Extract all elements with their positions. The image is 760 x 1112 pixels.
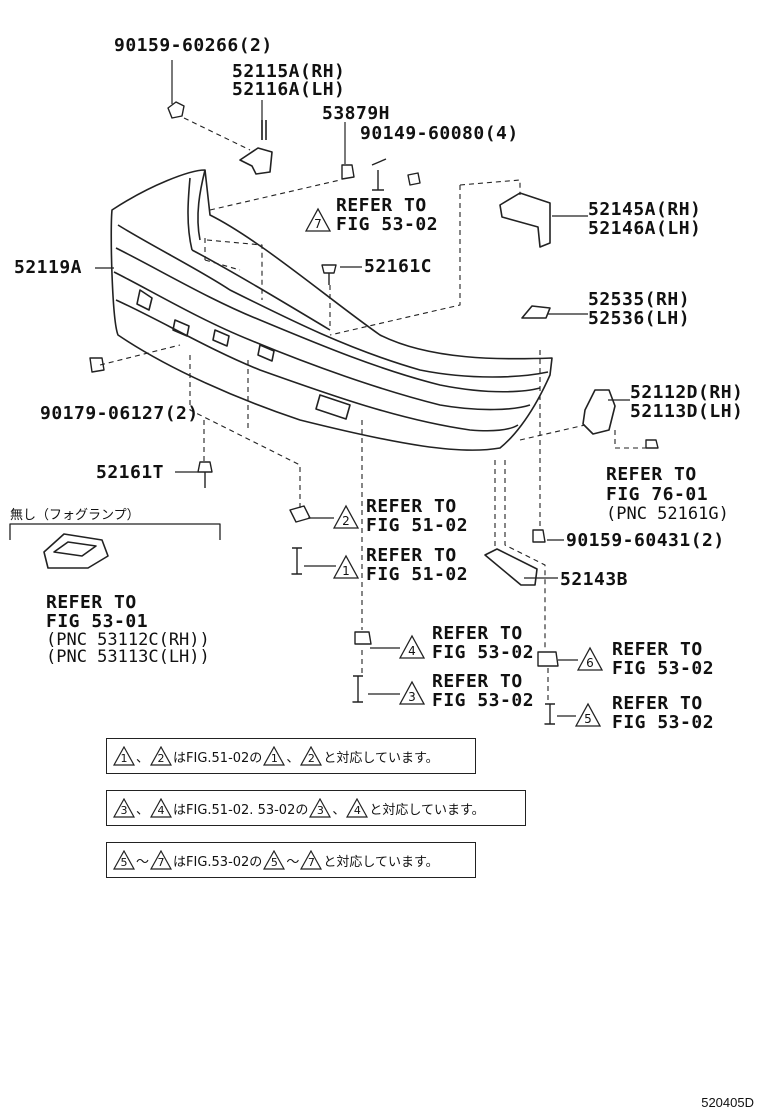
triangle-number-5: 5 bbox=[584, 712, 592, 726]
part-label-52116a[interactable]: 52116A(LH) bbox=[232, 79, 346, 100]
refer-7-line2: FIG 53-02 bbox=[336, 214, 439, 235]
note-2-tri-d: 4 bbox=[346, 798, 369, 818]
triangle-marker-6 bbox=[576, 646, 604, 671]
triangle-marker-7 bbox=[304, 207, 332, 232]
note-box-3: 5 ～ 7 はFIG.53-02の 5 ～ 7 と対応しています。 bbox=[106, 842, 476, 878]
retainer-52535 bbox=[521, 305, 551, 319]
clip-53879h bbox=[341, 164, 355, 180]
refer-6-line2: FIG 53-02 bbox=[612, 658, 715, 679]
part-label-90149-60080[interactable]: 90149-60080(4) bbox=[360, 123, 519, 144]
refer-7-line1: REFER TO bbox=[336, 195, 427, 216]
note-3-tri-d: 7 bbox=[300, 850, 323, 870]
clip-90159-60266 bbox=[167, 101, 185, 119]
triangle-number-3: 3 bbox=[408, 690, 416, 704]
refer-4-line2: FIG 53-02 bbox=[432, 642, 535, 663]
refer-3-line2: FIG 53-02 bbox=[432, 690, 535, 711]
clip-ref2 bbox=[289, 505, 311, 523]
part-label-52119a[interactable]: 52119A bbox=[14, 257, 83, 278]
clip-52161g bbox=[645, 439, 659, 449]
note-1-tri-b: 2 bbox=[150, 746, 173, 766]
triangle-number-1: 1 bbox=[342, 564, 350, 578]
refer-1-line1: REFER TO bbox=[366, 545, 457, 566]
refer-1-line2: FIG 51-02 bbox=[366, 564, 469, 585]
fog-cover-part bbox=[43, 533, 109, 569]
triangle-number-2: 2 bbox=[342, 514, 350, 528]
no-fog-label: 無し（フォグランプ） bbox=[10, 508, 140, 523]
refer-fog-pnc-lh: (PNC 53113C(LH)) bbox=[46, 647, 210, 667]
refer-fig7601-line1: REFER TO bbox=[606, 464, 697, 485]
clip-ref4 bbox=[354, 631, 372, 645]
part-label-52145a[interactable]: 52145A(RH) bbox=[588, 199, 702, 220]
figure-code: 520405D bbox=[701, 1095, 754, 1110]
part-label-90159-60431[interactable]: 90159-60431(2) bbox=[566, 530, 725, 551]
rivet-52161c bbox=[321, 264, 337, 285]
clip-90149-60080 bbox=[407, 172, 421, 186]
bolt-ref5 bbox=[544, 703, 555, 725]
clip-90159-60431 bbox=[532, 529, 546, 543]
part-label-52146a[interactable]: 52146A(LH) bbox=[588, 218, 702, 239]
triangle-marker-2 bbox=[332, 504, 360, 529]
triangle-marker-5 bbox=[574, 702, 602, 727]
bumper-cover bbox=[110, 169, 553, 451]
triangle-marker-4 bbox=[398, 634, 426, 659]
refer-6-line1: REFER TO bbox=[612, 639, 703, 660]
note-box-2: 3 、 4 はFIG.51-02. 53-02の 3 、 4 と対応しています。 bbox=[106, 790, 526, 826]
bracket-52115a bbox=[239, 147, 273, 175]
note-1-tri-a: 1 bbox=[113, 746, 135, 766]
refer-fig7601-pnc: (PNC 52161G) bbox=[606, 504, 729, 524]
clip-ref6 bbox=[537, 651, 559, 667]
part-label-52143b[interactable]: 52143B bbox=[560, 569, 629, 590]
refer-fog-pnc-rh: (PNC 53112C(RH)) bbox=[46, 630, 210, 650]
bracket-52112d bbox=[582, 389, 616, 435]
note-3-tri-c: 5 bbox=[263, 850, 286, 870]
refer-fog-line1: REFER TO bbox=[46, 592, 137, 613]
refer-2-line1: REFER TO bbox=[366, 496, 457, 517]
note-box-1: 1 、 2 はFIG.51-02の 1 、 2 と対応しています。 bbox=[106, 738, 476, 774]
refer-5-line2: FIG 53-02 bbox=[612, 712, 715, 733]
part-label-52535[interactable]: 52535(RH) bbox=[588, 289, 691, 310]
refer-2-line2: FIG 51-02 bbox=[366, 515, 469, 536]
note-1-tri-c: 1 bbox=[263, 746, 286, 766]
refer-3-line1: REFER TO bbox=[432, 671, 523, 692]
part-label-90179-06127[interactable]: 90179-06127(2) bbox=[40, 403, 199, 424]
part-label-52536[interactable]: 52536(LH) bbox=[588, 308, 691, 329]
refer-5-line1: REFER TO bbox=[612, 693, 703, 714]
rivet-52161t bbox=[197, 461, 213, 488]
note-3-tri-b: 7 bbox=[150, 850, 173, 870]
refer-fog-line2: FIG 53-01 bbox=[46, 611, 149, 632]
clip-90179-06127 bbox=[89, 357, 105, 373]
part-label-52161t[interactable]: 52161T bbox=[96, 462, 165, 483]
triangle-marker-3 bbox=[398, 680, 426, 705]
part-label-90159-60266[interactable]: 90159-60266(2) bbox=[114, 35, 273, 56]
bolt-ref3 bbox=[352, 675, 363, 703]
refer-4-line1: REFER TO bbox=[432, 623, 523, 644]
triangle-number-4: 4 bbox=[408, 644, 416, 658]
note-2-tri-a: 3 bbox=[113, 798, 135, 818]
note-2-tri-b: 4 bbox=[150, 798, 173, 818]
screw-90149-60080 bbox=[371, 158, 387, 191]
refer-fig7601-line2: FIG 76-01 bbox=[606, 484, 709, 505]
note-1-tri-d: 2 bbox=[300, 746, 323, 766]
triangle-number-6: 6 bbox=[586, 656, 594, 670]
part-label-52115a[interactable]: 52115A(RH) bbox=[232, 61, 346, 82]
bracket-52145a bbox=[499, 192, 551, 248]
bracket-52143b bbox=[484, 548, 538, 586]
note-3-tri-a: 5 bbox=[113, 850, 135, 870]
triangle-marker-1 bbox=[332, 554, 360, 579]
note-2-tri-c: 3 bbox=[309, 798, 332, 818]
part-label-52113d[interactable]: 52113D(LH) bbox=[630, 401, 744, 422]
part-label-52112d[interactable]: 52112D(RH) bbox=[630, 382, 744, 403]
part-label-53879h[interactable]: 53879H bbox=[322, 103, 391, 124]
bolt-ref1 bbox=[291, 547, 302, 575]
part-label-52161c[interactable]: 52161C bbox=[364, 256, 433, 277]
triangle-number-7: 7 bbox=[314, 217, 322, 231]
